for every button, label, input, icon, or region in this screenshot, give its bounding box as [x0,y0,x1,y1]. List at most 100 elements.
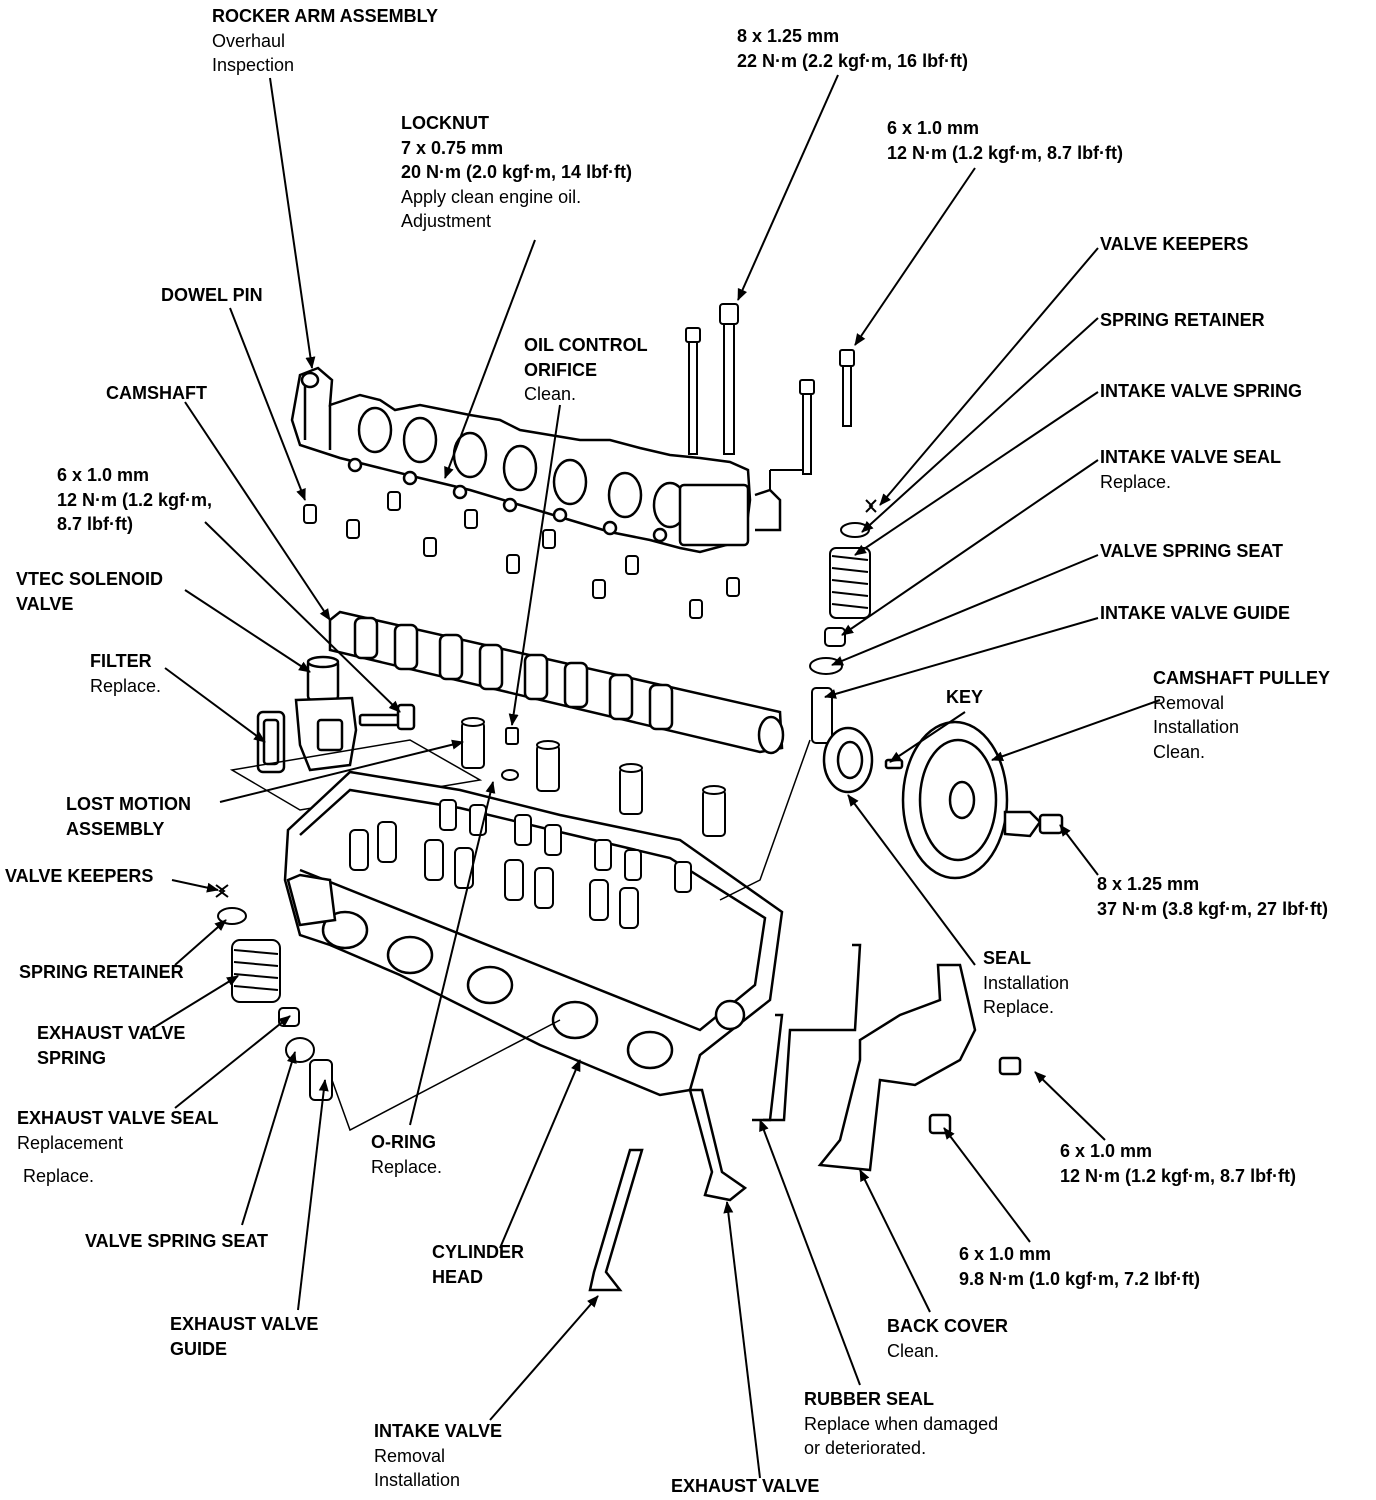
label-title-line: 20 N·m (2.0 kgf·m, 14 lbf·ft) [401,162,633,182]
dowel-pins-drawing [303,491,740,619]
label-bolt-8mm-22nm: 8 x 1.25 mm 22 N·m (2.2 kgf·m, 16 lbf·ft) [737,24,968,73]
label-title-line: VALVE [16,593,74,614]
label-title-line: ROCKER ARM ASSEMBLY [212,6,439,26]
label-title-line: VALVE SPRING SEAT [85,1231,269,1251]
leader-lines [149,74,1161,1479]
label-note-line: Inspection [212,55,295,75]
camshaft-pulley-drawing [822,720,1064,880]
camshaft-drawing [328,610,785,755]
label-note-line: Clean. [1153,741,1206,762]
label-title-line: LOCKNUT [401,113,489,133]
label-exhaust-valve-seal: EXHAUST VALVE SEAL Replacement [17,1106,218,1155]
label-title-line: EXHAUST VALVE [170,1314,319,1334]
label-title-line: EXHAUST VALVE SEAL [17,1108,219,1128]
label-title-line: CAMSHAFT [106,383,207,403]
label-title-line: 7 x 0.75 mm [401,137,504,158]
label-title-line: OIL CONTROL [524,335,648,355]
vtec-solenoid-drawing [256,655,416,774]
label-title-line: 6 x 1.0 mm [1060,1141,1153,1161]
rocker-arm-assembly-drawing [290,366,811,554]
label-valve-spring-seat-right: VALVE SPRING SEAT [1100,539,1283,564]
label-title-line: INTAKE VALVE SEAL [1100,447,1282,467]
label-title-line: 8 x 1.25 mm [1097,874,1200,894]
label-note-line: Clean. [887,1340,940,1361]
label-title-line: CYLINDER [432,1242,525,1262]
label-locknut: LOCKNUT 7 x 0.75 mm 20 N·m (2.0 kgf·m, 14 … [401,111,632,234]
label-exhaust-valve: EXHAUST VALVE [671,1474,819,1499]
lost-motion-assemblies-drawing [461,717,726,837]
back-cover-drawing [752,943,1022,1172]
label-intake-valve-spring: INTAKE VALVE SPRING [1100,379,1302,404]
label-back-cover: BACK COVER Clean. [887,1314,1008,1363]
label-title-line: EXHAUST VALVE [671,1476,820,1496]
guide-lines [331,739,811,1132]
label-title-line: SPRING RETAINER [1100,310,1265,330]
label-key: KEY [946,685,983,710]
label-vtec-solenoid-valve: VTEC SOLENOID VALVE [16,567,163,616]
label-note-line: Replacement [17,1132,124,1153]
label-title-line: 8 x 1.25 mm [737,26,840,46]
label-title-line: VALVE SPRING SEAT [1100,541,1284,561]
label-title-line: SEAL [983,948,1032,968]
label-title-line: 12 N·m (1.2 kgf·m, 8.7 lbf·ft) [1060,1165,1297,1186]
intake-valve-parts-drawing [809,499,877,744]
label-title-line: BACK COVER [887,1316,1009,1336]
label-title-line: RUBBER SEAL [804,1389,935,1409]
label-title-line: CAMSHAFT PULLEY [1153,668,1330,688]
label-title-line: VTEC SOLENOID [16,569,164,589]
rocker-bolts-drawing [685,303,855,475]
label-cylinder-head: CYLINDER HEAD [432,1240,524,1289]
label-camshaft: CAMSHAFT [106,381,207,406]
label-title-line: 12 N·m (1.2 kgf·m, [57,489,213,510]
label-note-line: Replace. [371,1156,443,1177]
label-note-line: Replace. [90,675,162,696]
label-note-line: Clean. [524,384,577,404]
label-title-line: HEAD [432,1266,484,1287]
label-note-line: Removal [374,1445,446,1466]
label-title-line: 22 N·m (2.2 kgf·m, 16 lbf·ft) [737,50,969,71]
label-note-line: Installation [983,972,1070,993]
label-title-line: EXHAUST VALVE [37,1023,186,1043]
label-note-line: Replace when damaged [804,1413,999,1434]
label-title-line: 8.7 lbf·ft) [57,514,133,534]
label-note-line: Installation [1153,717,1240,737]
label-title-line: SPRING [37,1047,107,1068]
label-title-line: ORIFICE [524,359,598,380]
label-note-line: Apply clean engine oil. [401,186,582,207]
label-rubber-seal: RUBBER SEAL Replace when damaged or deteri… [804,1387,998,1461]
label-note-line: Replace. [1100,471,1172,492]
label-title-line: 6 x 1.0 mm [959,1244,1052,1264]
label-title-line: SPRING RETAINER [19,962,184,982]
label-note-line: Installation [374,1470,461,1490]
label-title-line: KEY [946,687,984,707]
label-title-line: VALVE KEEPERS [1100,234,1249,254]
label-note-line: Adjustment [401,211,492,231]
label-title-line: VALVE KEEPERS [5,866,154,886]
label-intake-valve-seal: INTAKE VALVE SEAL Replace. [1100,445,1281,494]
label-valve-keepers-left: VALVE KEEPERS [5,864,153,889]
label-spring-retainer-left: SPRING RETAINER [19,960,184,985]
label-exhaust-valve-seal-replace: Replace. [23,1164,94,1189]
label-exhaust-valve-spring: EXHAUST VALVE SPRING [37,1021,185,1070]
label-title-line: 12 N·m (1.2 kgf·m, 8.7 lbf·ft) [887,142,1124,163]
label-title-line: 6 x 1.0 mm [57,465,150,485]
valves-drawing [588,1088,748,1292]
label-title-line: ASSEMBLY [66,818,165,839]
label-note-line: Replace. [983,997,1055,1017]
label-title-line: FILTER [90,651,152,671]
gasket-outline [229,739,483,811]
label-intake-valve-guide: INTAKE VALVE GUIDE [1100,601,1290,626]
label-note-line: or deteriorated. [804,1438,927,1458]
label-title-line: GUIDE [170,1338,228,1359]
label-valve-keepers-right: VALVE KEEPERS [1100,232,1248,257]
label-note-line: Removal [1153,692,1225,713]
label-title-line: DOWEL PIN [161,285,263,305]
